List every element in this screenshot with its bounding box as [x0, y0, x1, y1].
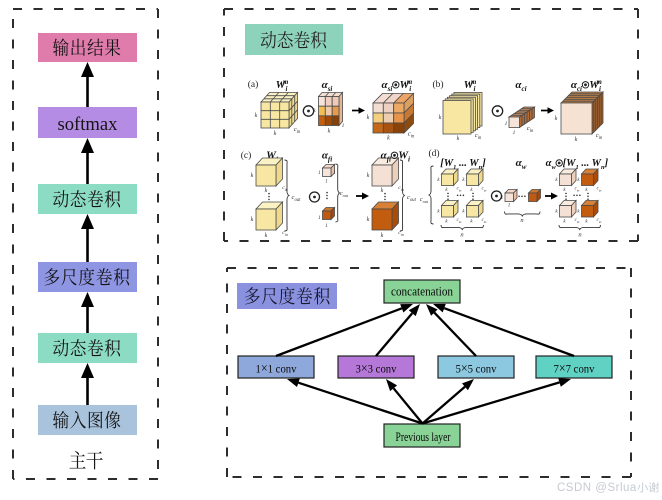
svg-text:cin: cin [597, 187, 602, 193]
svg-text:1: 1 [342, 123, 345, 129]
svg-text:1: 1 [501, 196, 504, 201]
svg-text:cout: cout [340, 191, 349, 198]
svg-text:k: k [274, 131, 277, 137]
svg-text:[W1 ... Wn]: [W1 ... Wn] [440, 158, 486, 171]
svg-text:3×3 conv: 3×3 conv [356, 361, 397, 376]
svg-text:k: k [445, 188, 448, 193]
svg-text:k: k [251, 173, 254, 179]
svg-text:Wi: Wi [398, 150, 410, 164]
svg-text:n: n [578, 232, 581, 239]
svg-text:k: k [445, 220, 448, 225]
svg-text:k: k [555, 116, 558, 122]
svg-text:5×5 conv: 5×5 conv [456, 361, 497, 376]
svg-text:k: k [367, 217, 370, 223]
svg-text:softmax: softmax [58, 114, 118, 135]
svg-text:cin: cin [398, 185, 404, 192]
svg-text:αw: αw [546, 158, 557, 171]
svg-text:cin: cin [475, 132, 482, 141]
svg-text:αsi: αsi [322, 79, 333, 93]
svg-text:n: n [520, 217, 523, 224]
svg-text:k: k [470, 188, 473, 193]
svg-text:cin: cin [482, 187, 487, 193]
svg-text:cin: cin [457, 187, 462, 193]
svg-text:k: k [555, 210, 558, 215]
svg-text:k: k [470, 220, 473, 225]
svg-text:k: k [585, 220, 588, 225]
svg-text:1: 1 [513, 130, 516, 136]
svg-text:CSDN @Srlua: CSDN @Srlua [557, 482, 637, 494]
svg-text:7×7 conv: 7×7 conv [554, 361, 595, 376]
svg-text:k: k [439, 115, 442, 121]
svg-text:k: k [437, 210, 440, 215]
svg-text:cout: cout [292, 194, 302, 203]
svg-text:k: k [387, 136, 390, 142]
svg-text:cin: cin [597, 218, 602, 224]
svg-text:1: 1 [505, 121, 508, 127]
svg-text:1: 1 [318, 171, 321, 176]
svg-text:cin: cin [282, 230, 288, 237]
svg-text:1: 1 [508, 204, 511, 209]
svg-text:k: k [563, 188, 566, 193]
svg-text:1×1 conv: 1×1 conv [256, 361, 297, 376]
svg-text:k: k [462, 178, 465, 183]
svg-text:n: n [460, 232, 463, 239]
svg-text:αci: αci [571, 79, 582, 93]
svg-text:(a): (a) [248, 79, 259, 90]
svg-text:cin: cin [282, 185, 288, 192]
svg-text:(b): (b) [432, 79, 443, 90]
svg-text:cin: cin [457, 218, 462, 224]
svg-text:Wim: Wim [276, 78, 289, 93]
svg-text:cin: cin [575, 218, 580, 224]
svg-text:Wim: Wim [589, 78, 602, 93]
svg-text:k: k [575, 137, 578, 143]
svg-text:concatenation: concatenation [391, 284, 453, 299]
svg-text:k: k [328, 129, 331, 135]
svg-text:cin: cin [527, 125, 534, 134]
svg-text:cout: cout [407, 194, 417, 203]
svg-text:k: k [462, 210, 465, 215]
svg-text:cin: cin [294, 126, 301, 135]
svg-text:k: k [367, 115, 370, 121]
svg-text:k: k [577, 210, 580, 215]
svg-text:k: k [381, 188, 384, 194]
svg-text:k: k [555, 178, 558, 183]
svg-text:(c): (c) [241, 150, 252, 161]
svg-text:k: k [367, 173, 370, 179]
svg-text:1: 1 [318, 216, 321, 221]
svg-text:αfi: αfi [322, 150, 332, 164]
svg-text:1: 1 [333, 171, 336, 176]
svg-text:cin: cin [482, 218, 487, 224]
svg-text:k: k [251, 217, 254, 223]
svg-text:[W1 ... Wn]: [W1 ... Wn] [563, 158, 609, 171]
svg-text:αsi: αsi [382, 79, 393, 93]
svg-text:k: k [255, 113, 258, 119]
svg-text:k: k [313, 108, 316, 114]
svg-text:k: k [265, 188, 268, 194]
svg-text:cout: cout [420, 197, 429, 204]
svg-text:(d): (d) [428, 148, 439, 159]
svg-text:1: 1 [325, 180, 328, 185]
svg-text:k: k [585, 188, 588, 193]
svg-text:k: k [577, 178, 580, 183]
svg-text:1: 1 [325, 224, 328, 229]
svg-text:Previous layer: Previous layer [396, 430, 452, 444]
svg-text:αci: αci [515, 79, 526, 93]
svg-text:k: k [563, 220, 566, 225]
svg-text:αfi: αfi [381, 150, 391, 164]
svg-text:k: k [457, 136, 460, 142]
svg-text:cin: cin [596, 132, 603, 141]
svg-text:cin: cin [398, 230, 404, 237]
svg-text:Wim: Wim [464, 78, 477, 93]
svg-text:cin: cin [575, 187, 580, 193]
svg-text:αw: αw [516, 157, 527, 171]
svg-text:k: k [437, 178, 440, 183]
svg-text:Wim: Wim [400, 78, 413, 93]
svg-text:k: k [265, 233, 268, 239]
svg-text:k: k [381, 233, 384, 239]
svg-text:cin: cin [408, 131, 415, 140]
